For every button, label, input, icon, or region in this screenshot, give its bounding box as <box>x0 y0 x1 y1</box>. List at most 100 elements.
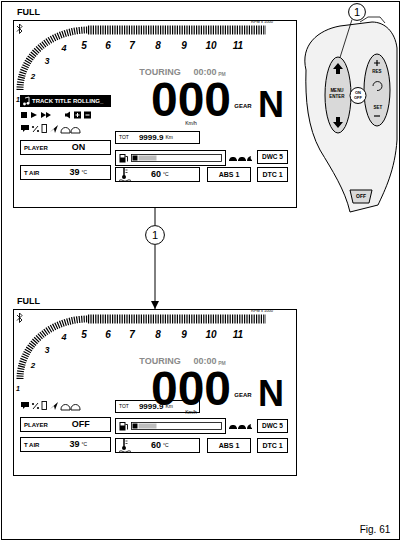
display-value: DTC 1 <box>262 442 282 449</box>
illustration-part <box>20 319 88 379</box>
rpm-scale-number: 11 <box>233 330 243 340</box>
display-value: °C <box>163 443 169 448</box>
rpm-scale-number: 9 <box>181 41 187 51</box>
illustration-part <box>305 22 397 212</box>
screen-mode-heading: FULL <box>17 8 40 17</box>
display-value: TOT <box>119 404 129 409</box>
music-note-icon <box>23 97 29 105</box>
illustration-part <box>333 63 343 74</box>
info-box: ABS 1 <box>207 438 251 453</box>
track-title-bar: TRACK TITLE ROLLING_ <box>20 95 111 107</box>
display-value: 60 <box>151 441 161 450</box>
riding-mode-icons <box>229 424 252 429</box>
display-value: OFF <box>72 420 90 429</box>
display-value: 39 <box>69 440 79 449</box>
rpm-scale-number: 10 <box>205 41 216 51</box>
switch-label: RES <box>372 70 381 75</box>
display-value: Km <box>165 135 173 140</box>
info-box: ABS 1 <box>207 167 251 182</box>
switch-label: OFF <box>356 194 366 199</box>
illustration-part <box>23 103 26 106</box>
info-box: 60°C <box>115 438 200 453</box>
illustration-part <box>325 57 351 133</box>
illustration-part <box>88 26 266 35</box>
track-title-bar <box>20 95 111 107</box>
illustration-part <box>350 190 372 203</box>
info-box: TOT 9999.9Km <box>115 131 200 144</box>
rpm-unit: RPM x 1000 <box>251 20 273 24</box>
info-box: T AIR39°C <box>20 165 111 180</box>
temperature-icon <box>119 439 131 452</box>
display-value: 9999.9 <box>139 134 163 142</box>
display-value: ABS 1 <box>219 442 240 449</box>
info-box: T AIR39°C <box>20 437 111 452</box>
screen-mode-heading: FULL <box>17 297 40 306</box>
display-value: DWC 5 <box>262 154 283 161</box>
rpm-scale-number: 5 <box>81 330 87 340</box>
speed-unit: Km/h <box>185 410 197 415</box>
gear-label: GEAR <box>234 103 251 109</box>
rpm-scale-number: 7 <box>129 330 135 340</box>
gear-label: GEAR <box>234 392 251 398</box>
illustration-part <box>364 54 390 126</box>
switch-label: MENU <box>330 89 343 94</box>
switch-label: ON <box>355 91 361 95</box>
illustration-part <box>374 60 380 66</box>
callout-number: 1 <box>152 230 158 241</box>
display-value: TOT <box>119 135 129 140</box>
bluetooth-icon <box>17 313 22 323</box>
display-value: PLAYER <box>24 422 48 428</box>
figure-number: Fig. 61 <box>360 525 391 535</box>
info-box: DWC 5 <box>257 150 288 164</box>
switch-label: ENTER <box>329 95 344 100</box>
rpm-scale-number: 7 <box>129 41 135 51</box>
rpm-scale-number: 1 <box>16 385 20 392</box>
speed-readout: 000 <box>151 365 231 413</box>
leader-line <box>340 20 352 58</box>
display-value: ABS 1 <box>219 171 240 178</box>
illustration-part <box>360 17 385 23</box>
illustration-part <box>374 115 380 116</box>
sequence-arrow <box>155 245 156 309</box>
rpm-scale-number: 11 <box>233 41 243 51</box>
display-value: °C <box>81 442 87 447</box>
illustration-part <box>27 102 30 105</box>
illustration-part <box>350 88 366 104</box>
rpm-scale-number: 5 <box>81 41 87 51</box>
display-value: TRACK TITLE ROLLING_ <box>32 98 103 104</box>
rpm-scale-number: 6 <box>105 330 111 340</box>
info-box: DWC 5 <box>257 419 288 433</box>
bluetooth-icon <box>17 24 22 34</box>
rpm-scale-number: 6 <box>105 41 111 51</box>
rpm-scale-number: 8 <box>155 330 161 340</box>
handlebar-switch <box>305 17 397 212</box>
rpm-scale-number: 3 <box>45 57 50 66</box>
rpm-scale-number: 4 <box>61 44 66 53</box>
illustration-part <box>20 30 88 90</box>
switch-label: OFF <box>354 96 362 100</box>
rpm-unit: RPM x 1000 <box>251 309 273 313</box>
info-box: DTC 1 <box>257 438 288 453</box>
fuel-gauge <box>116 151 226 166</box>
rpm-scale-number: 2 <box>31 362 35 370</box>
switch-label: SET <box>374 106 383 111</box>
display-value: DWC 5 <box>262 423 283 430</box>
illustration-part <box>373 82 382 91</box>
illustration-part <box>88 315 266 324</box>
display-value: ON <box>72 143 86 152</box>
rpm-scale-number: 8 <box>155 41 161 51</box>
display-value: T AIR <box>24 170 39 176</box>
status-icons <box>21 402 80 411</box>
riding-mode-icons <box>229 156 252 161</box>
callout-number: 1 <box>145 225 165 245</box>
callout-number: 1 <box>348 3 366 21</box>
display-value: DTC 1 <box>262 171 282 178</box>
gear-indicator: N <box>258 87 284 123</box>
info-box: PLAYER OFF <box>20 417 111 432</box>
display-value: °C <box>163 172 169 177</box>
rpm-scale-number: 1 <box>16 96 20 103</box>
info-box: 60°C <box>115 167 200 182</box>
display-value: 39 <box>69 168 79 177</box>
callout-number: 1 <box>354 7 360 18</box>
